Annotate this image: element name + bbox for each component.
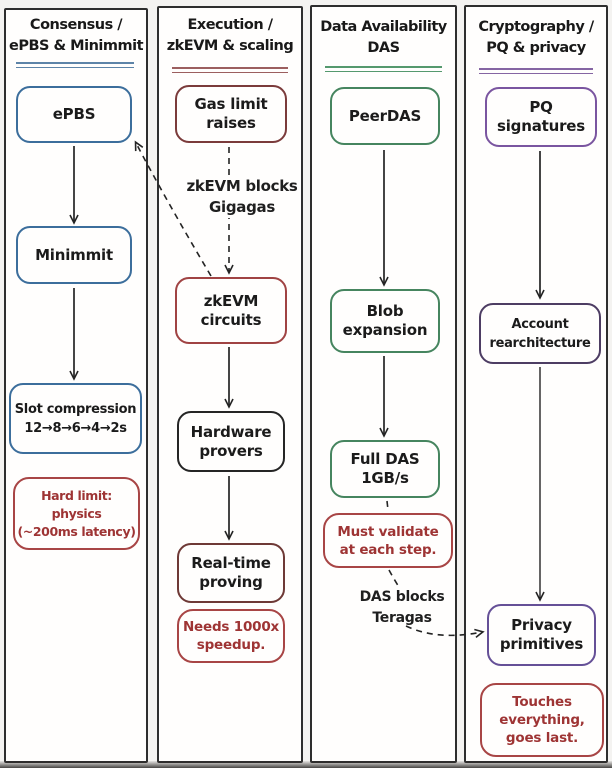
column-title-execution: Execution / zkEVM & scaling [157, 15, 303, 57]
title-line: zkEVM & scaling [166, 38, 294, 54]
title-line: PQ & privacy [486, 40, 586, 56]
node-minimmit: Minimmit [16, 226, 132, 284]
title-line: Cryptography / [478, 19, 594, 35]
title-line: Execution / [187, 17, 273, 33]
note-needs-speedup: Needs 1000x speedup. [177, 609, 285, 663]
title-rule-execution [172, 67, 288, 73]
title-line: Data Availability [320, 19, 447, 35]
note-hard-limit: Hard limit: physics (~200ms latency) [13, 477, 140, 550]
note-touches-everything: Touches everything, goes last. [480, 683, 604, 757]
title-rule-consensus [16, 62, 134, 68]
edge-label-das-blocks-teragas: DAS blocks Teragas [359, 589, 445, 626]
node-privacy-primitives: Privacy primitives [487, 604, 596, 666]
column-title-cryptography: Cryptography / PQ & privacy [464, 17, 608, 59]
node-blob-expansion: Blob expansion [330, 289, 440, 353]
title-line: DAS [367, 40, 400, 56]
note-must-validate: Must validate at each step. [323, 513, 453, 568]
node-hardware-provers: Hardware provers [177, 411, 285, 472]
node-pq-signatures: PQ signatures [485, 87, 597, 147]
title-line: Consensus / [29, 17, 123, 33]
column-title-data-availability: Data Availability DAS [310, 17, 457, 59]
node-gas-limit-raises: Gas limit raises [175, 85, 287, 143]
node-full-das: Full DAS 1GB/s [330, 440, 440, 498]
node-zkevm-circuits: zkEVM circuits [175, 277, 287, 344]
node-epbs: ePBS [16, 86, 132, 143]
edge-label-zkevm-blocks-gigagas: zkEVM blocks Gigagas [184, 176, 300, 218]
title-line: ePBS & Minimmit [8, 38, 144, 54]
bottom-edge-shadow [0, 761, 612, 768]
node-slot-compression: Slot compression 12→8→6→4→2s [9, 383, 142, 454]
node-real-time-proving: Real-time proving [177, 543, 285, 603]
title-rule-data-availability [325, 66, 442, 72]
node-account-rearchitecture: Account rearchitecture [479, 303, 601, 364]
node-peerdas: PeerDAS [330, 87, 440, 145]
title-rule-cryptography [479, 68, 593, 74]
column-title-consensus: Consensus / ePBS & Minimmit [4, 15, 148, 57]
